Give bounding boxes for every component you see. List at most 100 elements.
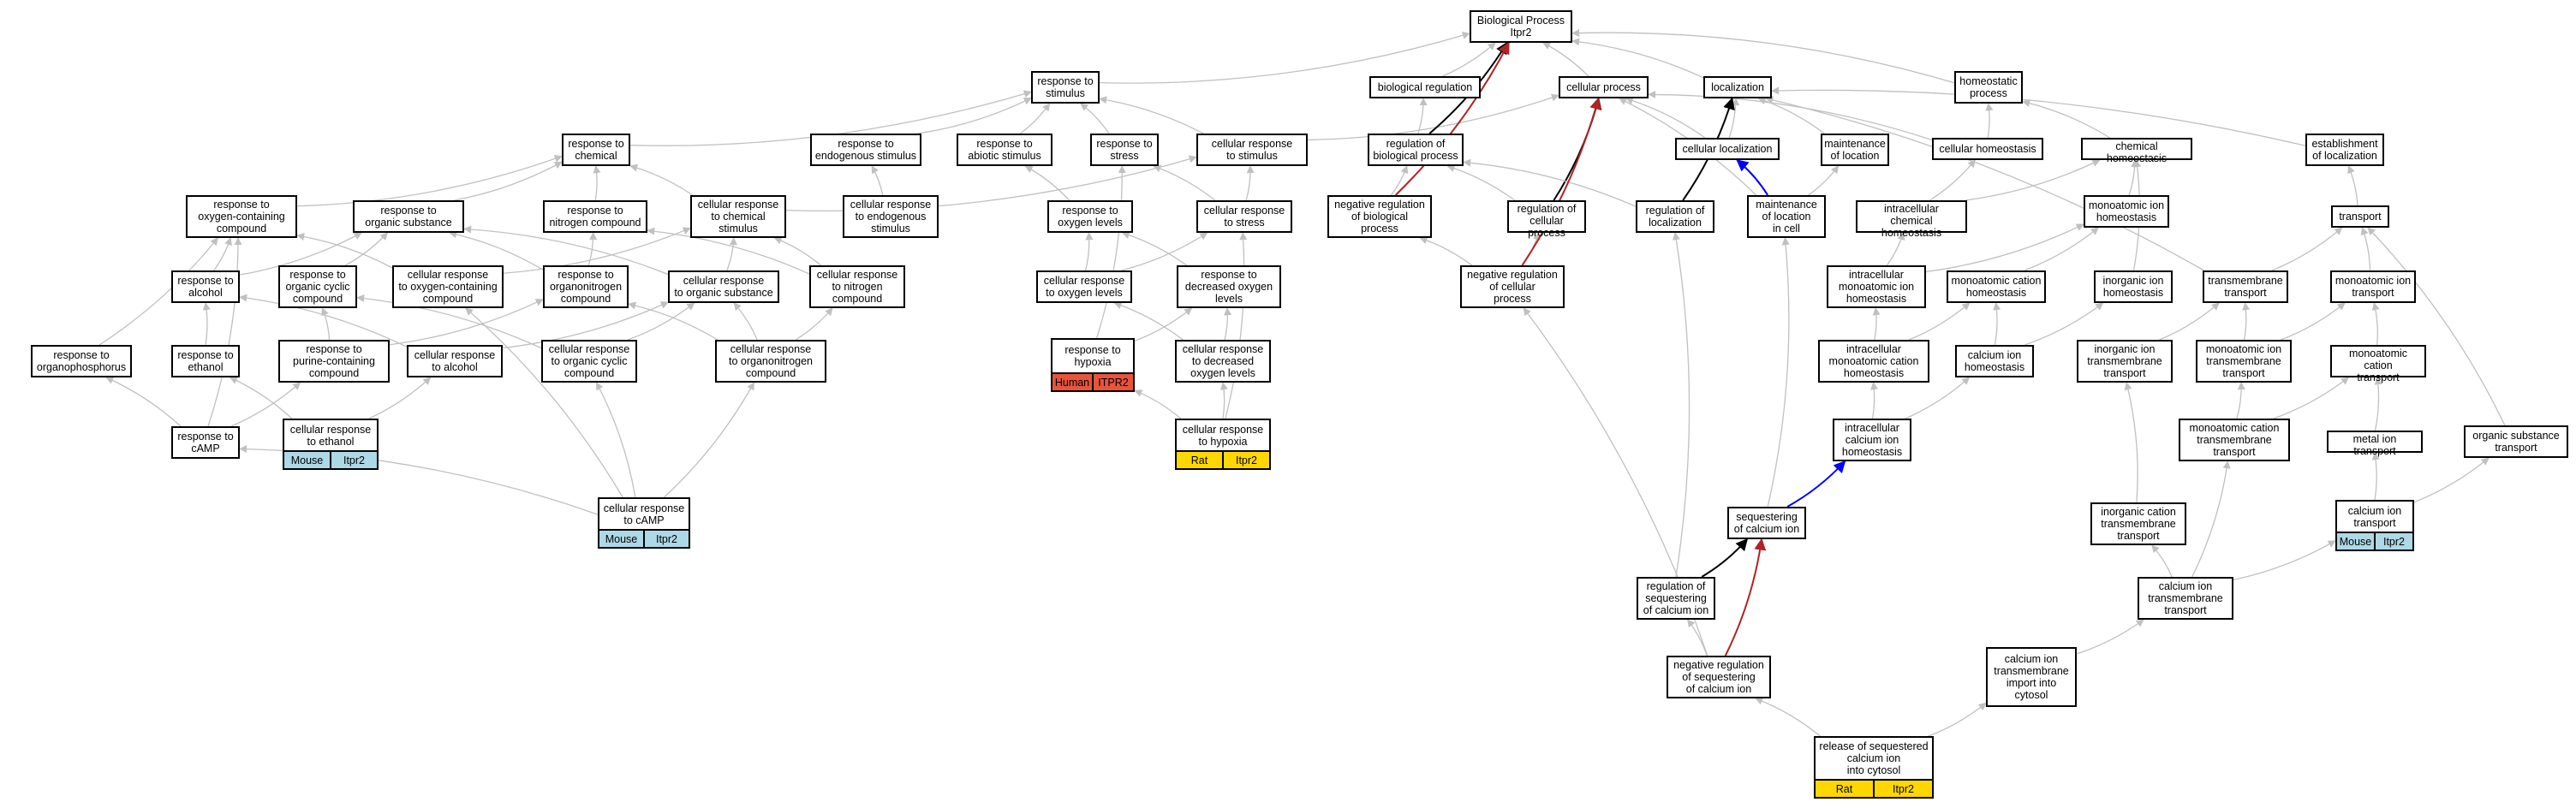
- go-term-node[interactable]: response to abiotic stimulus: [957, 134, 1052, 166]
- go-term-label: response to organophosphorus: [36, 349, 127, 373]
- go-term-node[interactable]: monoatomic ion transmembrane transport: [2196, 340, 2292, 383]
- go-term-node[interactable]: monoatomic cation homeostasis: [1947, 270, 2046, 303]
- go-term-node[interactable]: response to organic substance: [353, 200, 464, 233]
- go-term-label: monoatomic cation transport: [2348, 348, 2408, 383]
- edge-rstim-to-bp: [1099, 32, 1470, 84]
- go-term-node[interactable]: cellular response to organic cyclic comp…: [541, 340, 637, 383]
- go-term-label: cellular response to nitrogen compound: [816, 269, 898, 305]
- go-term-node[interactable]: cellular response to alcohol: [407, 345, 503, 377]
- go-term-node[interactable]: regulation of sequestering of calcium io…: [1637, 577, 1715, 620]
- go-term-node[interactable]: regulation of localization: [1636, 200, 1714, 233]
- go-term-node[interactable]: transmembrane transport: [2203, 270, 2288, 303]
- go-term-node[interactable]: localization: [1703, 76, 1772, 98]
- edge-rabio-to-rstim: [1020, 103, 1051, 134]
- go-term-node[interactable]: cellular localization: [1675, 138, 1780, 160]
- go-term-node[interactable]: Biological Process Itpr2: [1470, 10, 1572, 43]
- edge-crendo-to-rendo: [871, 165, 884, 196]
- edge-homeo-to-bp: [1571, 29, 1955, 84]
- go-term-node[interactable]: cellular response to decreased oxygen le…: [1175, 340, 1271, 383]
- go-term-node[interactable]: response to chemical: [562, 134, 630, 166]
- edge-regcp-to-cproc: [1553, 97, 1602, 201]
- go-term-node[interactable]: response to decreased oxygen levels: [1177, 265, 1281, 308]
- go-term-node[interactable]: response to organophosphorus: [31, 345, 132, 377]
- go-term-node[interactable]: cellular response to stimulus: [1196, 134, 1308, 166]
- go-term-node[interactable]: response to alcohol: [171, 270, 240, 303]
- go-term-node[interactable]: inorganic cation transmembrane transport: [2090, 502, 2186, 545]
- go-term-node[interactable]: response to purine-containing compound: [278, 340, 390, 383]
- go-term-node[interactable]: negative regulation of biological proces…: [1327, 195, 1432, 238]
- go-term-node[interactable]: inorganic ion transmembrane transport: [2077, 340, 2173, 383]
- go-term-node[interactable]: monoatomic cation transmembrane transpor…: [2179, 419, 2290, 461]
- go-term-node[interactable]: calcium ion homeostasis: [1955, 345, 2034, 377]
- edge-cralc-to-crorg: [502, 301, 669, 349]
- go-term-node[interactable]: metal ion transport: [2327, 431, 2423, 457]
- go-term-node[interactable]: release of sequestered calcium ion into …: [1814, 736, 1934, 799]
- go-term-node[interactable]: intracellular chemical homeostasis: [1856, 200, 1967, 239]
- go-term-node[interactable]: response to cAMP: [171, 426, 240, 459]
- edge-incatmt-to-inionmt: [2124, 382, 2138, 503]
- go-term-node[interactable]: response to oxygen levels: [1047, 200, 1133, 233]
- go-term-node[interactable]: negative regulation of cellular process: [1460, 265, 1565, 308]
- go-term-node[interactable]: cellular response to chemical stimulus: [690, 195, 786, 238]
- go-term-node[interactable]: monoatomic ion homeostasis: [2084, 195, 2169, 228]
- go-term-label: cellular homeostasis: [1939, 143, 2036, 155]
- go-term-node[interactable]: response to stimulus: [1031, 71, 1100, 104]
- go-term-node[interactable]: organic substance transport: [2464, 425, 2568, 458]
- go-term-node[interactable]: maintenance of location: [1821, 134, 1889, 166]
- go-term-node[interactable]: cellular response to organic substance: [668, 270, 779, 303]
- edge-rcamp-to-rorgphos: [105, 377, 182, 427]
- go-term-node[interactable]: cellular homeostasis: [1932, 138, 2043, 160]
- go-term-node[interactable]: cellular response to oxygen-containing c…: [392, 265, 504, 308]
- go-term-node[interactable]: intracellular calcium ion homeostasis: [1833, 419, 1911, 461]
- go-term-node[interactable]: regulation of biological process: [1368, 134, 1464, 166]
- go-term-node[interactable]: response to stress: [1090, 134, 1159, 166]
- go-term-node[interactable]: intracellular monoatomic ion homeostasis: [1827, 265, 1926, 308]
- go-term-node[interactable]: transport: [2331, 205, 2389, 228]
- species-tag: Rat: [1816, 781, 1873, 797]
- go-term-label: cellular response to oxygen levels: [1043, 275, 1125, 299]
- go-term-node[interactable]: response to nitrogen compound: [543, 200, 647, 233]
- go-term-node[interactable]: cellular response to stress: [1196, 200, 1292, 233]
- go-term-node[interactable]: cellular process: [1559, 76, 1649, 98]
- go-term-node[interactable]: response to organic cyclic compound: [278, 265, 357, 308]
- go-term-node[interactable]: cellular response to oxygen levels: [1036, 270, 1132, 303]
- go-term-node[interactable]: cellular response to nitrogen compound: [809, 265, 905, 308]
- edge-crchem-to-rchem: [629, 163, 694, 196]
- go-term-node[interactable]: chemical homeostasis: [2081, 138, 2192, 164]
- go-term-node[interactable]: cellular response to endogenous stimulus: [843, 195, 939, 238]
- go-term-node[interactable]: response to ethanol: [171, 345, 240, 377]
- go-term-node[interactable]: establishment of localization: [2305, 134, 2384, 166]
- go-term-node[interactable]: intracellular monoatomic cation homeosta…: [1818, 340, 1929, 383]
- go-term-node[interactable]: cellular response to organonitrogen comp…: [715, 340, 826, 383]
- go-term-node[interactable]: maintenance of location in cell: [1747, 195, 1826, 238]
- edge-cralc-to-ralc: [239, 294, 408, 348]
- go-term-node[interactable]: negative regulation of sequestering of c…: [1667, 656, 1771, 698]
- go-term-node[interactable]: response to oxygen-containing compound: [186, 195, 297, 238]
- go-term-node[interactable]: monoatomic ion transport: [2330, 270, 2416, 303]
- go-term-label: Biological Process Itpr2: [1476, 15, 1565, 39]
- edge-caimport-to-camt: [2076, 619, 2144, 655]
- edge-roxy-to-rchem: [296, 155, 563, 207]
- edge-creth-to-reth: [229, 377, 293, 419]
- go-term-node[interactable]: homeostatic process: [1954, 71, 2023, 104]
- go-term-node[interactable]: response to endogenous stimulus: [810, 134, 921, 166]
- go-term-node[interactable]: biological regulation: [1369, 76, 1481, 98]
- go-term-node[interactable]: sequestering of calcium ion: [1727, 507, 1806, 539]
- go-term-label: organic substance transport: [2472, 430, 2560, 454]
- go-term-node[interactable]: calcium ion transmembrane import into cy…: [1986, 647, 2077, 707]
- edge-crorgn-to-crorg: [733, 302, 758, 341]
- go-term-node[interactable]: calcium ion transmembrane transport: [2138, 577, 2233, 620]
- go-term-node[interactable]: response to organonitrogen compound: [543, 265, 629, 308]
- go-term-label: monoatomic cation transmembrane transpor…: [2189, 422, 2280, 458]
- edge-chomeo-to-homeo: [1985, 103, 1994, 139]
- go-term-label: calcium ion homeostasis: [1964, 349, 2025, 373]
- go-term-node[interactable]: monoatomic cation transport: [2330, 345, 2426, 383]
- go-term-node[interactable]: inorganic ion homeostasis: [2094, 270, 2173, 303]
- go-term-node[interactable]: regulation of cellular process: [1507, 200, 1586, 239]
